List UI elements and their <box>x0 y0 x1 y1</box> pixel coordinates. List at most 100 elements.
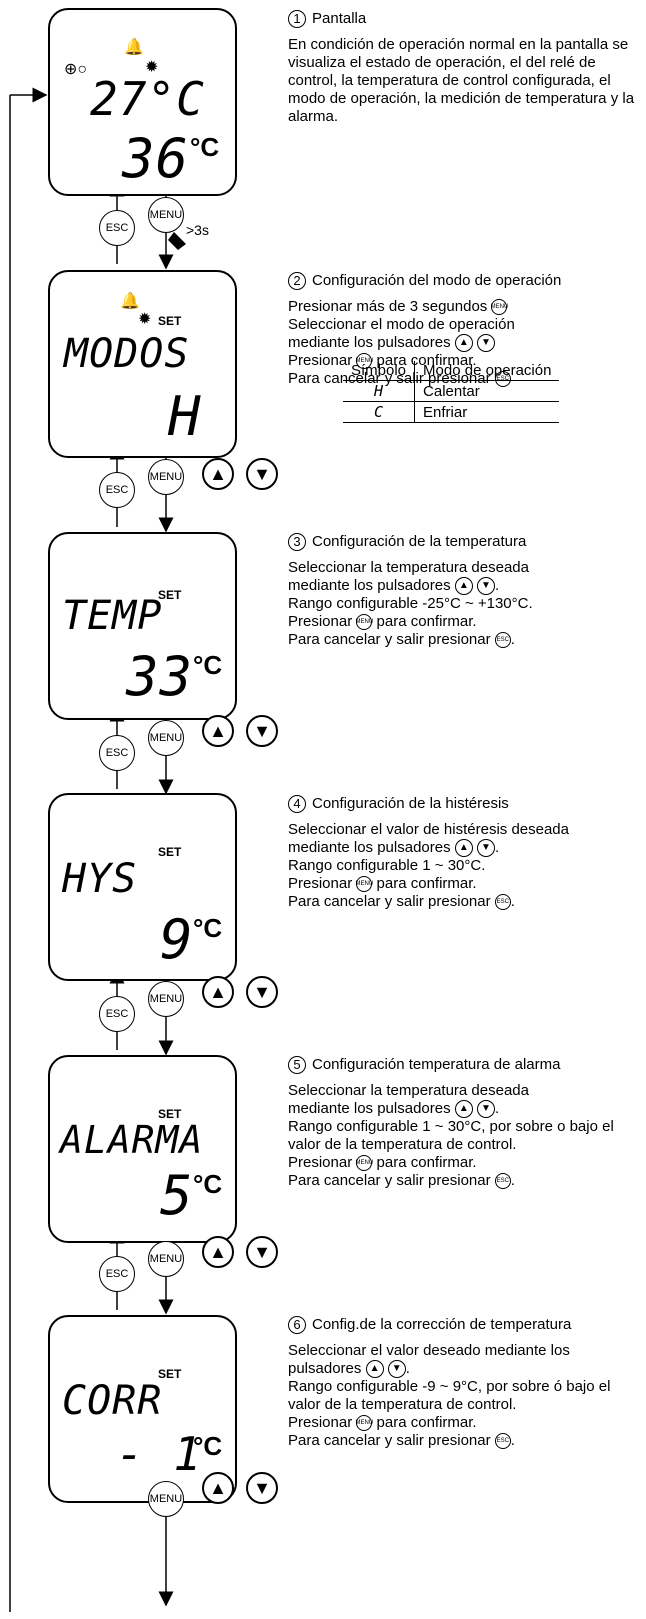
lcd-screen-alarma: SET ALARMA 5 °C <box>48 1055 237 1243</box>
value-reading: 36 <box>122 127 190 190</box>
step-title: Pantalla <box>312 10 367 27</box>
step-text: para confirmar. <box>376 1154 477 1172</box>
menu-button[interactable]: MENU <box>148 1241 184 1277</box>
down-symbol: ▼ <box>387 1360 406 1379</box>
down-button[interactable]: ▼ <box>246 976 278 1008</box>
up-symbol: ▲ <box>454 1100 473 1119</box>
up-button[interactable]: ▲ <box>202 458 234 490</box>
step-text: Presionar <box>288 875 353 893</box>
step-text: para confirmar. <box>376 875 477 893</box>
down-button[interactable]: ▼ <box>246 1236 278 1268</box>
esc-symbol: ESC <box>494 894 511 911</box>
up-symbol: ▲ <box>454 839 473 858</box>
unit-label: °C <box>193 1169 223 1199</box>
down-button[interactable]: ▼ <box>246 715 278 747</box>
table-cell: Calentar <box>414 380 560 402</box>
table-cell: H <box>343 380 416 402</box>
unit-label: °C <box>190 132 220 162</box>
down-button[interactable]: ▼ <box>246 458 278 490</box>
step-text: para confirmar. <box>376 1414 477 1432</box>
step-text: En condición de operación normal en la p… <box>288 36 635 125</box>
up-symbol: ▲ <box>454 577 473 596</box>
up-symbol: ▲ <box>454 334 473 353</box>
menu-button[interactable]: MENU <box>148 720 184 756</box>
esc-button[interactable]: ESC <box>99 472 135 508</box>
step-text: Para cancelar y salir presionar <box>288 893 491 911</box>
step-number: 2 <box>288 272 306 290</box>
down-symbol: ▼ <box>476 577 495 596</box>
set-label: SET <box>158 314 182 328</box>
step-text: mediante los pulsadores <box>288 1100 451 1117</box>
up-button[interactable]: ▲ <box>202 976 234 1008</box>
step-text: Presionar <box>288 1154 353 1172</box>
main-reading: HYS <box>62 856 138 902</box>
set-label: SET <box>158 588 182 602</box>
step-title: Configuración temperatura de alarma <box>312 1056 561 1073</box>
menu-button[interactable]: MENU <box>148 1481 184 1517</box>
step-text: Presionar <box>288 613 353 631</box>
unit-label: °C <box>193 1431 223 1461</box>
hold-label: >3s <box>186 222 209 238</box>
main-reading: TEMP <box>62 593 163 639</box>
lcd-screen-hys: SET HYS 9 °C <box>48 793 237 981</box>
step-text: Seleccionar el valor de histéresis desea… <box>288 821 569 838</box>
lcd-screen-pantalla: 🔔 ⊕○ ✹ 27°C 36 °C <box>48 8 237 196</box>
esc-button[interactable]: ESC <box>99 1256 135 1292</box>
step-number: 3 <box>288 533 306 551</box>
up-button[interactable]: ▲ <box>202 1236 234 1268</box>
unit-label: °C <box>193 913 223 943</box>
step-2: 2 Configuración del modo de operación Pre… <box>288 272 638 388</box>
esc-button[interactable]: ESC <box>99 210 135 246</box>
step-number: 6 <box>288 1316 306 1334</box>
main-reading: MODOS <box>64 331 190 377</box>
menu-button[interactable]: MENU <box>148 459 184 495</box>
menu-symbol: MENU <box>356 614 373 631</box>
step-text: para confirmar. <box>376 613 477 631</box>
step-1: 1 Pantalla En condición de operación norm… <box>288 10 638 126</box>
esc-symbol: ESC <box>494 632 511 649</box>
menu-button[interactable]: MENU <box>148 981 184 1017</box>
lcd-screen-temp: SET TEMP 33 °C <box>48 532 237 720</box>
esc-button[interactable]: ESC <box>99 996 135 1032</box>
step-text: Para cancelar y salir presionar <box>288 631 491 649</box>
up-button[interactable]: ▲ <box>202 1472 234 1504</box>
step-number: 5 <box>288 1056 306 1074</box>
step-number: 1 <box>288 10 306 28</box>
step-text: Rango configurable -25°C ~ +130°C. <box>288 595 533 613</box>
esc-symbol: ESC <box>494 1173 511 1190</box>
step-text: Seleccionar el modo de operación <box>288 316 515 333</box>
esc-button[interactable]: ESC <box>99 735 135 771</box>
step-text: mediante los pulsadores <box>288 577 451 594</box>
table-header: Símbolo <box>343 361 416 381</box>
bell-icon: 🔔 <box>124 39 144 56</box>
bell-icon: 🔔 <box>120 293 140 310</box>
heat-icon: ✹ <box>145 59 159 76</box>
down-symbol: ▼ <box>476 839 495 858</box>
step-text: Seleccionar la temperatura deseada <box>288 1082 529 1099</box>
set-label: SET <box>158 1367 182 1381</box>
step-text: Para cancelar y salir presionar <box>288 1432 491 1450</box>
main-reading: CORR <box>62 1378 163 1424</box>
lcd-screen-modos: 🔔 ✹ SET MODOS H <box>48 270 237 458</box>
up-symbol: ▲ <box>365 1360 384 1379</box>
step-text: Rango configurable 1 ~ 30°C. <box>288 857 486 875</box>
value-reading: 33 <box>126 645 194 708</box>
step-title: Config.de la corrección de temperatura <box>312 1316 572 1333</box>
step-text: Presionar <box>288 1414 353 1432</box>
step-title: Configuración del modo de operación <box>312 272 562 289</box>
table-cell: C <box>343 401 416 423</box>
down-button[interactable]: ▼ <box>246 1472 278 1504</box>
table-header: Modo de operación <box>414 361 560 381</box>
table-cell: Enfriar <box>414 401 560 423</box>
menu-button[interactable]: MENU <box>148 197 184 233</box>
value-reading: 9 <box>160 908 194 971</box>
esc-symbol: ESC <box>494 1433 511 1450</box>
relay-icon: ⊕○ <box>64 61 88 78</box>
step-text: Presionar más de 3 segundos <box>288 298 488 315</box>
step-text: Rango configurable -9 ~ 9°C, por sobre ó… <box>288 1378 611 1414</box>
step-title: Configuración de la temperatura <box>312 533 527 550</box>
step-text: Rango configurable 1 ~ 30°C, por sobre o… <box>288 1118 614 1154</box>
up-button[interactable]: ▲ <box>202 715 234 747</box>
